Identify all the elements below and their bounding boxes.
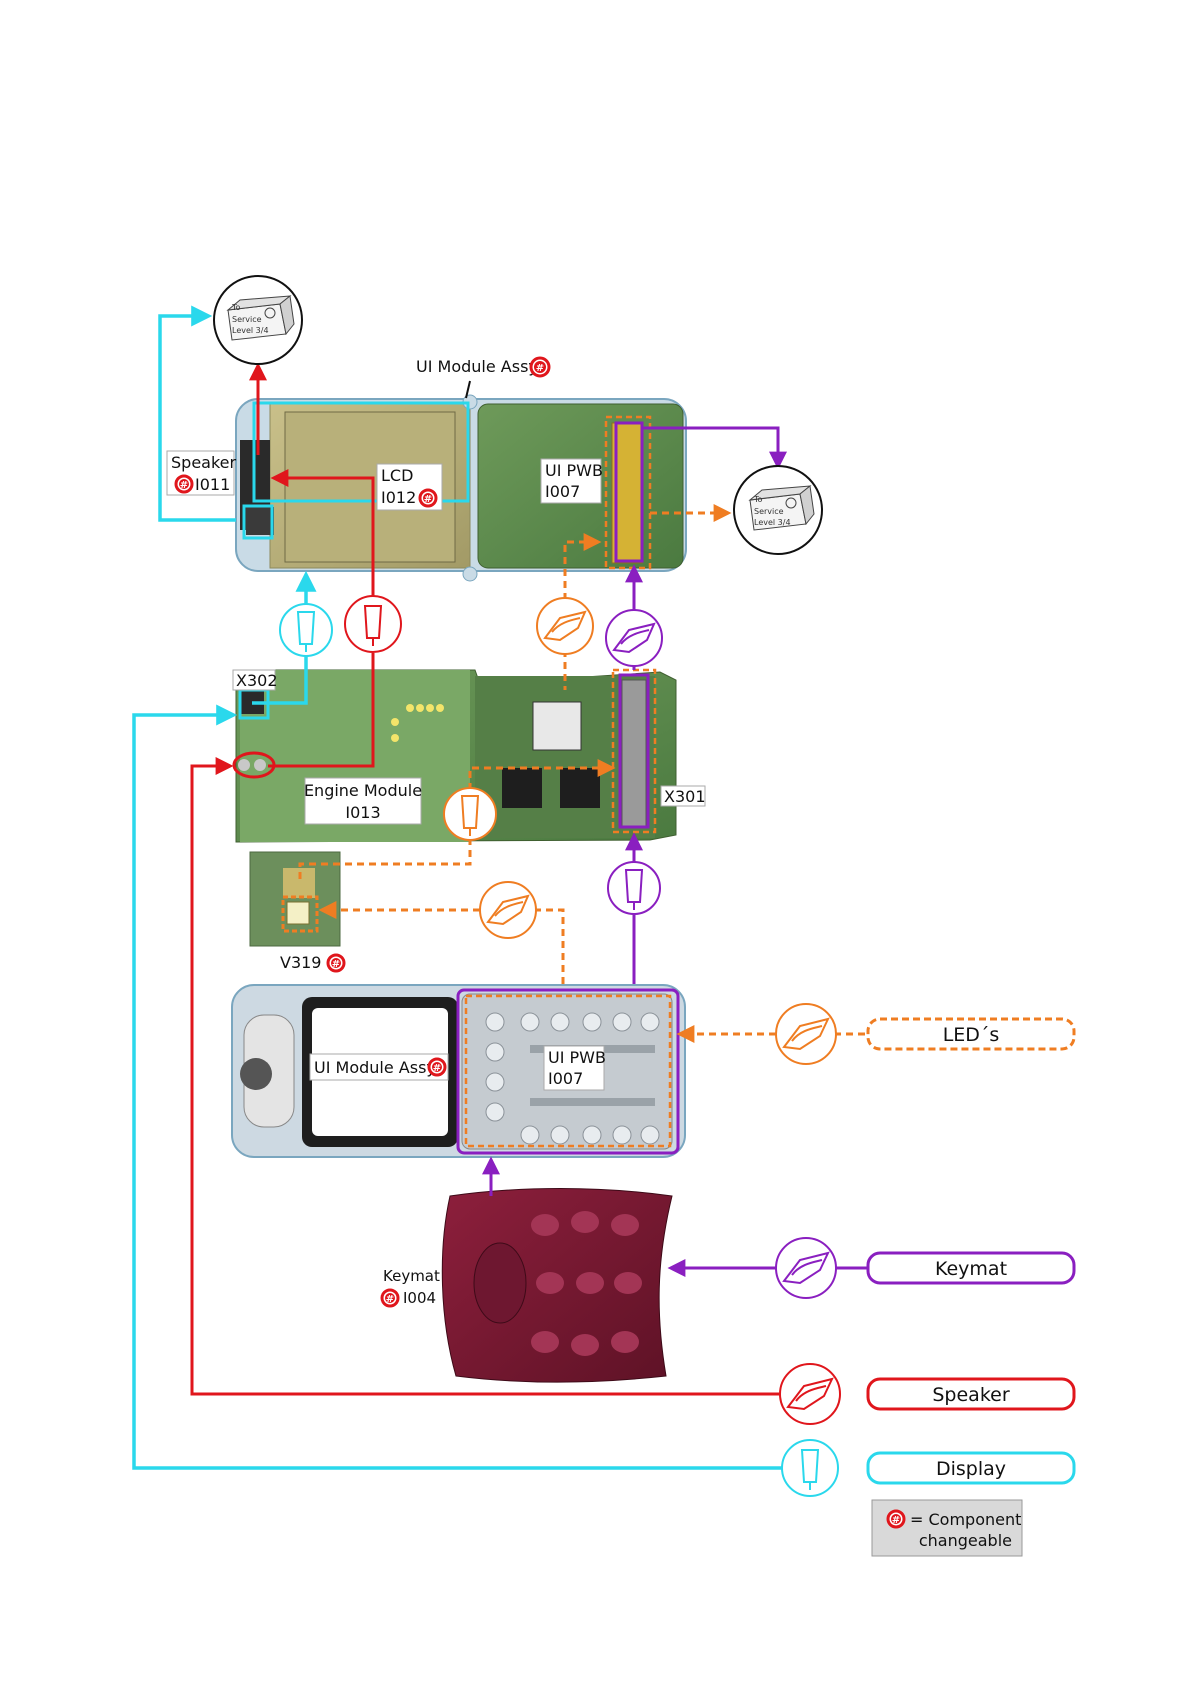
hash-badge-icon: # xyxy=(328,955,344,971)
speaker-name-text: Speaker xyxy=(171,453,237,472)
v319-text: V319 xyxy=(280,953,321,972)
handling-icon-keymat-top xyxy=(606,610,662,666)
esd-icon-speaker xyxy=(345,596,401,652)
category-display-label: Display xyxy=(936,1458,1006,1480)
category-display[interactable]: Display xyxy=(868,1453,1074,1483)
leds-path-bottom-up xyxy=(536,910,563,984)
label-x301: X301 xyxy=(661,786,706,806)
category-speaker-label: Speaker xyxy=(932,1384,1009,1406)
lcd-name-text: LCD xyxy=(381,466,413,485)
handling-icon-leds xyxy=(776,1004,836,1064)
esd-icon-leds-engine xyxy=(444,788,496,840)
keymat-part xyxy=(442,1189,672,1383)
service-level-box-top[interactable]: To Service Level 3/4 xyxy=(214,276,302,364)
label-engine-module: Engine Module I013 xyxy=(304,778,422,824)
label-ui-module-top: UI Module Assy # xyxy=(416,357,549,376)
label-ui-pwb-bottom: UI PWB I007 xyxy=(544,1046,606,1090)
svg-text:#: # xyxy=(332,959,340,970)
hash-badge-icon: # xyxy=(420,490,436,506)
legend-line1: = Component xyxy=(910,1510,1021,1529)
label-x302: X302 xyxy=(233,670,278,690)
label-lcd: LCD I012 # xyxy=(377,464,442,510)
label-speaker: Speaker # I011 xyxy=(167,451,237,495)
speaker-code-text: I011 xyxy=(195,475,230,494)
hash-badge-icon: # xyxy=(382,1290,398,1306)
hash-badge-icon: # xyxy=(531,358,549,376)
keymat-name-text: Keymat xyxy=(383,1267,440,1285)
label-ui-pwb-top: UI PWB I007 xyxy=(541,459,603,503)
svg-text:#: # xyxy=(892,1515,900,1526)
label-keymat: Keymat # I004 xyxy=(382,1267,440,1307)
handling-icon-leds-top xyxy=(537,598,593,654)
service-box-top-line2: Service xyxy=(232,315,262,324)
legend: # = Component changeable xyxy=(872,1500,1022,1556)
esd-icon-display-top xyxy=(280,604,332,656)
svg-text:#: # xyxy=(180,480,188,491)
svg-text:#: # xyxy=(433,1063,441,1074)
x301-text: X301 xyxy=(664,787,706,806)
ui-module-top-text: UI Module Assy xyxy=(416,357,538,376)
engine-name-text: Engine Module xyxy=(304,781,422,800)
handling-icon-speaker xyxy=(780,1364,840,1424)
svg-text:#: # xyxy=(386,1294,394,1305)
service-box-right-line2: Service xyxy=(754,507,784,516)
service-box-right-line1: To xyxy=(753,495,763,504)
category-keymat[interactable]: Keymat xyxy=(868,1253,1074,1283)
hash-badge-icon: # xyxy=(429,1059,445,1075)
hash-badge-icon: # xyxy=(888,1511,904,1527)
esd-icon-keymat xyxy=(608,862,660,914)
category-leds-label: LED´s xyxy=(943,1024,1000,1046)
lcd-code-text: I012 xyxy=(381,488,416,507)
handling-icon-keymat xyxy=(776,1238,836,1298)
service-box-top-line1: To xyxy=(231,303,241,312)
label-ui-module-bottom: UI Module Assy # xyxy=(310,1054,448,1080)
engine-code-text: I013 xyxy=(345,803,380,822)
category-speaker[interactable]: Speaker xyxy=(868,1379,1074,1409)
ui-pwb-top-name-text: UI PWB xyxy=(545,461,603,480)
ui-pwb-bottom-name-text: UI PWB xyxy=(548,1048,606,1067)
x302-text: X302 xyxy=(236,671,278,690)
hash-badge-icon: # xyxy=(176,476,192,492)
service-box-top-line3: Level 3/4 xyxy=(232,326,269,335)
service-box-right-line3: Level 3/4 xyxy=(754,518,791,527)
legend-line2: changeable xyxy=(919,1531,1012,1550)
ui-module-bottom-text: UI Module Assy xyxy=(314,1058,436,1077)
handling-icon-leds-middle xyxy=(480,882,536,938)
category-leds[interactable]: LED´s xyxy=(868,1019,1074,1049)
service-level-box-right[interactable]: To Service Level 3/4 xyxy=(734,466,822,554)
svg-text:#: # xyxy=(536,363,544,374)
label-v319: V319 # xyxy=(280,953,344,972)
svg-text:#: # xyxy=(424,494,432,505)
ui-pwb-top-code-text: I007 xyxy=(545,482,580,501)
keymat-code-text: I004 xyxy=(403,1289,436,1307)
esd-icon-display xyxy=(782,1440,838,1496)
ui-pwb-bottom-code-text: I007 xyxy=(548,1069,583,1088)
category-keymat-label: Keymat xyxy=(935,1258,1007,1280)
